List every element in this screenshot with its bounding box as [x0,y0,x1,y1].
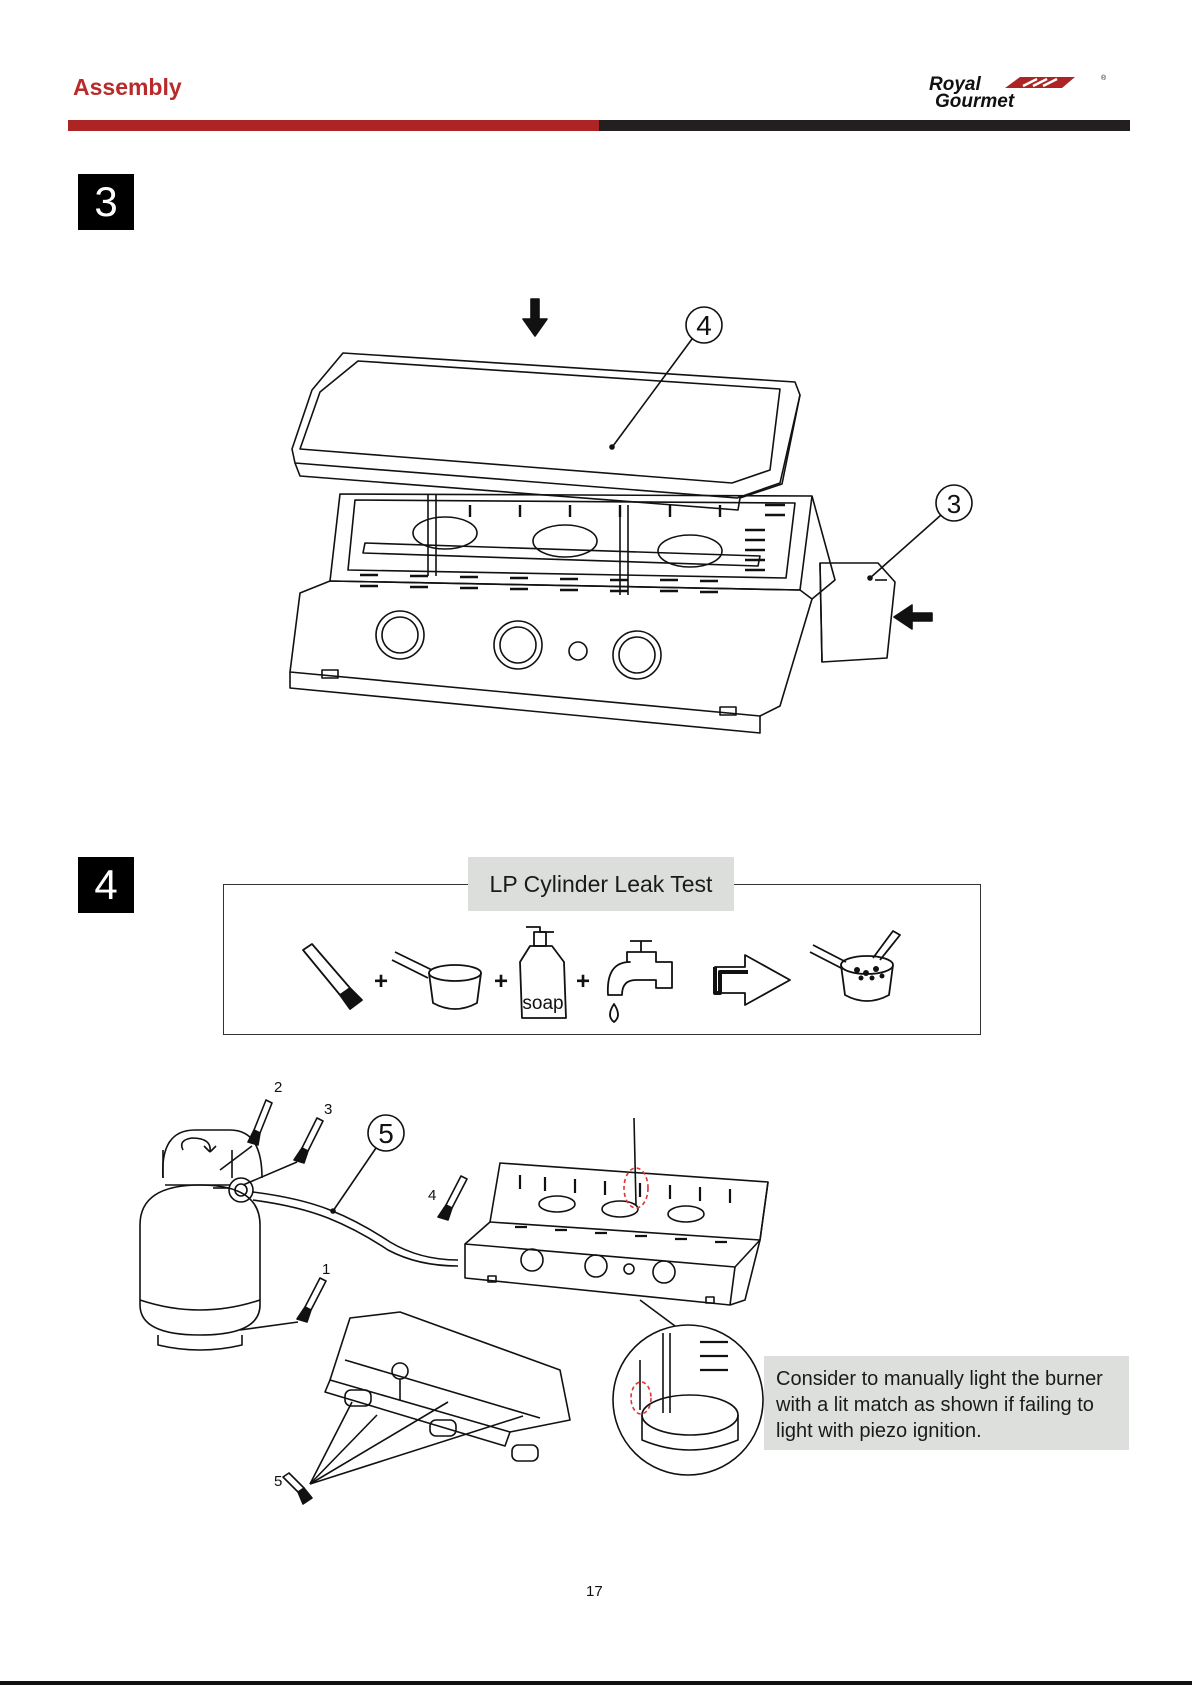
small-grill [465,1118,768,1305]
brush-number: 2 [274,1079,282,1096]
brush-number: 3 [324,1101,332,1118]
callout-5-label: 5 [378,1118,394,1149]
brush-5-icon [283,1402,523,1504]
brush-4-icon [438,1176,467,1220]
brush-number: 4 [428,1187,436,1204]
bottom-rule [0,1681,1192,1685]
ignition-note: Consider to manually light the burner wi… [764,1356,1129,1450]
brush-number: 5 [274,1473,282,1490]
grill-underside [325,1312,570,1461]
brush-number: 1 [322,1261,330,1278]
propane-cylinder [140,1130,262,1350]
page-number: 17 [586,1583,603,1600]
ignition-detail-circle [613,1300,763,1475]
